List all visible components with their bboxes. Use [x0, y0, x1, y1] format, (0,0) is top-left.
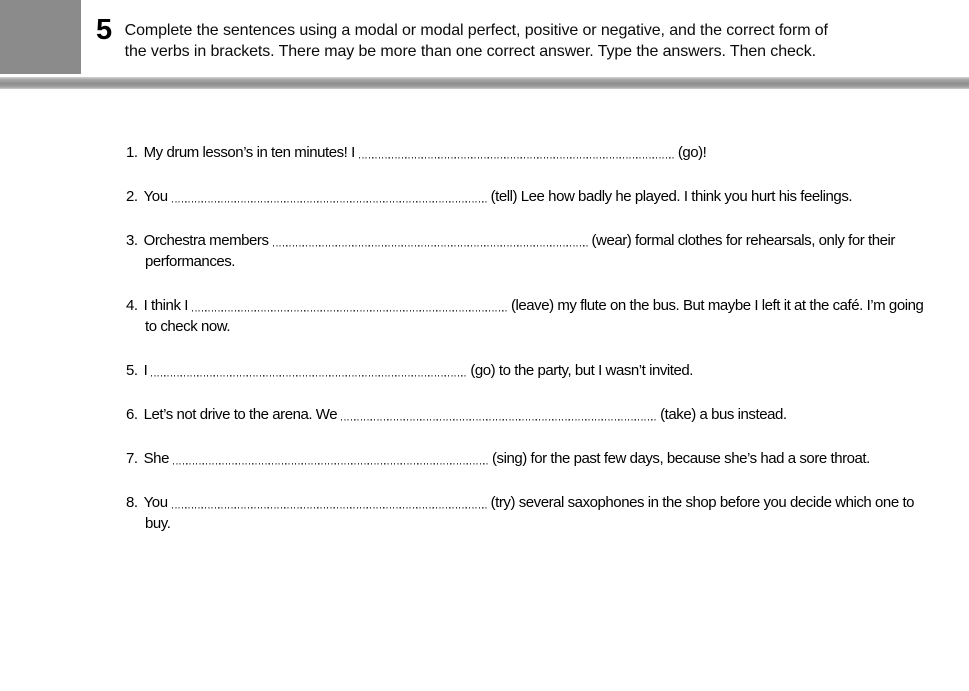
answer-blank[interactable]	[358, 145, 675, 160]
question-number: 5.	[126, 362, 138, 379]
exercise-header: 5 Complete the sentences using a modal o…	[0, 0, 969, 77]
question-number: 1.	[126, 144, 138, 161]
question-text-after: (try) several saxophones in the shop bef…	[145, 494, 915, 532]
answer-blank[interactable]	[172, 451, 489, 466]
question-text-before: My drum lesson’s in ten minutes! I	[143, 144, 356, 161]
question-text-before: Orchestra members	[143, 232, 269, 249]
question-item: 7. She (sing) for the past few days, becau…	[126, 448, 926, 469]
question-text-after: (go)!	[677, 144, 707, 161]
question-number: 2.	[126, 188, 138, 205]
instruction-line: the verbs in brackets. There may be more…	[124, 42, 816, 60]
questions-area: 1. My drum lesson’s in ten minutes! I (go)…	[0, 89, 969, 534]
question-number: 7.	[126, 450, 138, 467]
question-item: 4. I think I(leave) my flute on the bus. …	[126, 295, 926, 337]
question-number: 6.	[126, 406, 138, 423]
answer-blank[interactable]	[171, 189, 488, 204]
exercise-tab	[0, 0, 81, 74]
answer-blank[interactable]	[191, 298, 508, 313]
question-text-after: (go) to the party, but I wasn’t invited.	[470, 362, 694, 379]
question-item: 2. You (tell) Lee how badly he played. I t…	[126, 186, 926, 207]
question-text-before: I think I	[143, 297, 189, 314]
question-item: 1. My drum lesson’s in ten minutes! I (go)…	[126, 142, 926, 163]
question-text-before: You	[143, 494, 168, 511]
question-text-before: I	[143, 362, 148, 379]
answer-blank[interactable]	[341, 407, 658, 422]
instruction-line: Complete the sentences using a modal or …	[124, 22, 828, 39]
question-item: 6. Let’s not drive to the arena. We (take)…	[126, 404, 926, 425]
answer-blank[interactable]	[171, 495, 488, 510]
header-row: 5 Complete the sentences using a modal o…	[0, 0, 969, 62]
question-text-before: You	[143, 188, 168, 205]
question-text-after: (sing) for the past few days, because sh…	[491, 450, 870, 467]
question-list: 1. My drum lesson’s in ten minutes! I (go)…	[126, 142, 926, 534]
question-item: 8. You(try) several saxophones in the sho…	[126, 492, 926, 534]
answer-blank[interactable]	[272, 233, 589, 248]
answer-blank[interactable]	[151, 363, 468, 378]
divider-bar	[0, 77, 969, 89]
question-item: 3. Orchestra members(wear) formal clothes…	[126, 230, 926, 272]
question-text-after: (take) a bus instead.	[660, 406, 787, 423]
question-text-after: (wear) formal clothes for rehearsals, on…	[145, 232, 895, 270]
question-number: 8.	[126, 494, 138, 511]
exercise-instructions: Complete the sentences using a modal or …	[125, 17, 828, 62]
exercise-number: 5	[96, 14, 112, 46]
question-item: 5. I (go) to the party, but I wasn’t invit…	[126, 360, 926, 381]
question-number: 4.	[126, 297, 138, 314]
question-text-before: She	[143, 450, 170, 467]
question-text-before: Let’s not drive to the arena. We	[143, 406, 338, 423]
question-number: 3.	[126, 232, 138, 249]
question-text-after: (leave) my flute on the bus. But maybe I…	[145, 297, 924, 335]
question-text-after: (tell) Lee how badly he played. I think …	[490, 188, 853, 205]
